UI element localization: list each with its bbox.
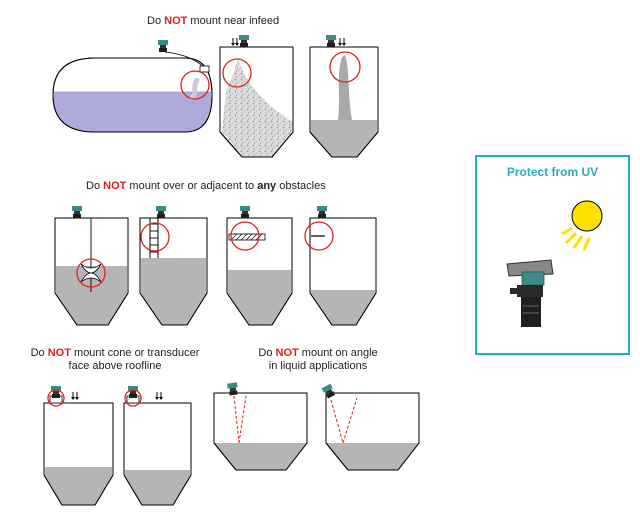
caption-infeed-pre: Do — [147, 15, 165, 27]
caption-obstacles: Do NOT mount over or adjacent to any obs… — [86, 180, 326, 193]
caption-roofline-pre: Do — [30, 347, 48, 359]
sensor-with-sunshade-icon — [506, 259, 554, 327]
sun-icon — [561, 200, 603, 251]
warning-circle — [304, 221, 334, 251]
caption-angle: Do NOT mount on angle in liquid applicat… — [248, 347, 388, 373]
warning-circle — [180, 70, 210, 100]
caption-angle-line1: Do NOT mount on angle — [248, 347, 388, 360]
caption-obstacles-pre: Do — [86, 180, 104, 192]
caption-roofline: Do NOT mount cone or transducer face abo… — [27, 347, 203, 373]
caption-roofline-line2: face above roofline — [68, 360, 162, 372]
caption-obstacles-any: any — [257, 180, 277, 192]
uv-panel-title: Protect from UV — [506, 165, 599, 179]
warning-circle — [47, 389, 65, 407]
warning-circle — [140, 222, 170, 252]
liquid-tank-angled-left — [213, 382, 308, 471]
silo-wall-bracket — [304, 206, 377, 326]
caption-obstacles-post: obstacles — [276, 180, 326, 192]
caption-angle-post: mount on angle — [298, 347, 378, 359]
caption-roofline-post: mount cone or transducer — [70, 347, 200, 359]
caption-infeed-not: NOT — [164, 15, 188, 27]
warning-circle — [76, 258, 106, 288]
warning-circle — [230, 221, 260, 251]
silo-nozzle-right — [123, 386, 192, 506]
silo-ledge — [226, 206, 293, 326]
caption-angle-pre: Do — [258, 347, 276, 359]
warning-circle — [124, 389, 142, 407]
caption-roofline-line1: Do NOT mount cone or transducer — [27, 347, 203, 360]
caption-angle-line2: in liquid applications — [268, 360, 368, 372]
silo-agitator — [54, 206, 129, 326]
caption-infeed-post: mount near infeed — [187, 15, 280, 27]
caption-obstacles-mid: mount over or adjacent to — [126, 180, 258, 192]
warning-circle — [329, 51, 361, 83]
liquid-tank-angled-right — [321, 383, 420, 471]
silo-infeed-granular — [219, 35, 294, 158]
caption-obstacles-not: NOT — [103, 180, 127, 192]
silo-infeed-stream — [309, 35, 379, 158]
caption-roofline-not: NOT — [47, 347, 71, 359]
caption-infeed: Do NOT mount near infeed — [147, 15, 279, 28]
uv-panel: Protect from UV — [475, 155, 630, 355]
silo-nozzle-left — [43, 386, 114, 506]
horizontal-tank — [52, 40, 213, 133]
silo-ladder — [139, 206, 208, 326]
warning-circle — [222, 58, 252, 88]
caption-angle-not: NOT — [275, 347, 299, 359]
